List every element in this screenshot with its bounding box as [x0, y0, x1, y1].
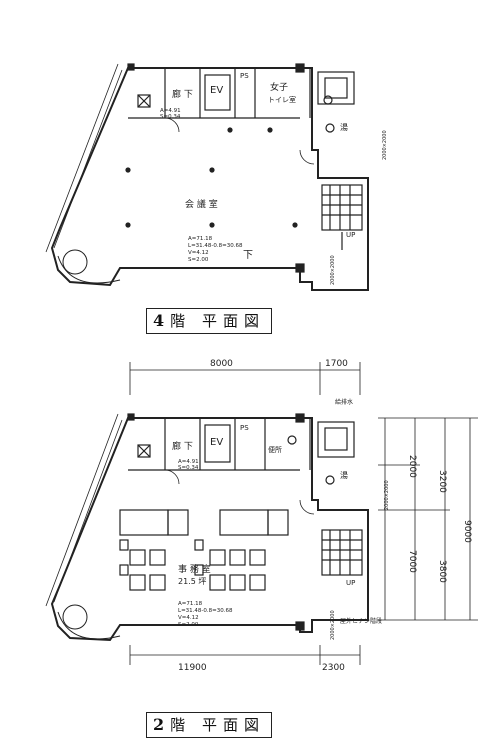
dim-top-right: 1700	[325, 359, 348, 369]
dim-right-3: 7000	[407, 550, 417, 573]
f4-dim-label-1: 2000×2000	[330, 255, 336, 285]
f2-small-spec-0: A=4.91	[178, 459, 199, 465]
f2-small-spec-1: S=0.34	[178, 465, 199, 471]
f2-office-area: 21.5 坪	[178, 577, 206, 586]
f4-spec-2: V=4.12	[188, 250, 209, 256]
f4-toilet-label: トイレ室	[268, 95, 296, 104]
f2-up-label: UP	[346, 579, 355, 587]
f2-kitchen-label: 湯	[340, 470, 348, 480]
floor2-title: 2階 平面図	[146, 712, 272, 738]
f4-small-spec-0: A=4.91	[160, 108, 181, 114]
dim-right-4: 3800	[437, 560, 447, 583]
dim-right-1: 2000	[407, 455, 417, 478]
f2-office-label: 事 務 室	[178, 563, 211, 575]
f4-down-mark: 下	[243, 250, 253, 261]
f2-spec-1: L=31.48-0.8=30.68	[178, 608, 233, 614]
f4-small-spec-1: S=0.34	[160, 114, 181, 120]
f4-women-label: 女子	[270, 81, 288, 93]
f2-pipe-note: 給排水	[335, 398, 353, 406]
dim-bottom-right: 2300	[322, 663, 345, 673]
f4-ev-label: EV	[210, 85, 223, 96]
f4-spec-3: S=2.00	[188, 257, 209, 263]
floor2-plan	[45, 362, 478, 665]
f4-up-label: UP	[346, 231, 355, 239]
floor4-title-number: 4	[153, 311, 171, 330]
f4-ps-label: PS	[240, 72, 249, 80]
floor2-title-text: 階 平面図	[170, 716, 265, 734]
f2-ps-label: PS	[240, 424, 249, 432]
floor4-plan	[45, 63, 369, 291]
f2-spec-0: A=71.18	[178, 601, 203, 607]
floor4-title-text: 階 平面図	[170, 312, 265, 330]
f2-toilet-label: 便所	[268, 445, 282, 454]
f2-spec-3: S=2.00	[178, 622, 199, 628]
f2-spec-2: V=4.12	[178, 615, 199, 621]
f2-ev-label: EV	[210, 437, 223, 448]
floor2-title-number: 2	[153, 715, 171, 734]
f4-spec-0: A=71.18	[188, 236, 213, 242]
f2-corridor-label: 廊 下	[172, 440, 193, 452]
dim-right-2: 3200	[437, 470, 447, 493]
f4-dim-label-0: 2000×2000	[382, 130, 388, 160]
dim-right-total: 9000	[462, 520, 472, 543]
dim-top-left: 8000	[210, 359, 233, 369]
f4-hall-label: 会 議 室	[185, 198, 218, 210]
dim-bottom-left: 11900	[178, 663, 207, 673]
f2-dim-label-1: 2000×2000	[330, 610, 336, 640]
f4-spec-1: L=31.48-0.8=30.68	[188, 243, 243, 249]
f4-corridor-label: 廊 下	[172, 88, 193, 100]
f2-dim-label-0: 2000×2000	[384, 480, 390, 510]
floor4-title: 4階 平面図	[146, 308, 272, 334]
f4-kitchen-label: 湯	[340, 122, 348, 132]
f2-vent-note: 屋外ヒナン階段	[340, 617, 382, 625]
